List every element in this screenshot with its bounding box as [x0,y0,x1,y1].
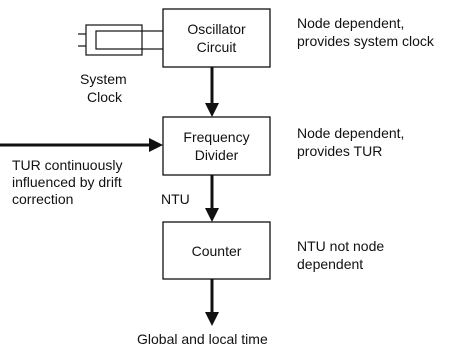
oscillator-label-line2: Circuit [197,39,237,55]
divider-label-line2: Divider [195,147,239,163]
oscillator-annotation-line2: provides system clock [297,33,435,49]
oscillator-annotation-line1: Node dependent, [297,15,404,31]
output-label: Global and local time [137,331,268,347]
divider-label-line1: Frequency [183,129,249,145]
counter-annotation-line2: dependent [297,256,363,272]
divider-annotation-line2: provides TUR [297,143,382,159]
system-clock-label-line2: Clock [87,89,123,105]
oscillator-label-line1: Oscillator [187,21,246,37]
tur-input-label-line3: correction [12,191,73,207]
oscillator-circuit-block: Oscillator Circuit [162,8,271,68]
system-clock-label-line1: System [80,71,127,87]
tur-input-label-line1: TUR continuously [12,157,123,173]
counter-output-arrow [205,279,219,326]
oscillator-to-divider-arrow [205,67,219,117]
divider-to-counter-arrow [205,175,219,222]
counter-block: Counter [162,221,271,280]
counter-annotation-line1: NTU not node [297,238,384,254]
counter-label: Counter [192,243,242,259]
ntu-label: NTU [161,191,190,207]
frequency-divider-block: Frequency Divider [162,116,271,176]
divider-annotation-line1: Node dependent, [297,125,404,141]
tur-input-arrow [0,138,163,152]
crystal-oscillator-icon [78,24,165,56]
tur-input-label-line2: influenced by drift [12,174,122,190]
